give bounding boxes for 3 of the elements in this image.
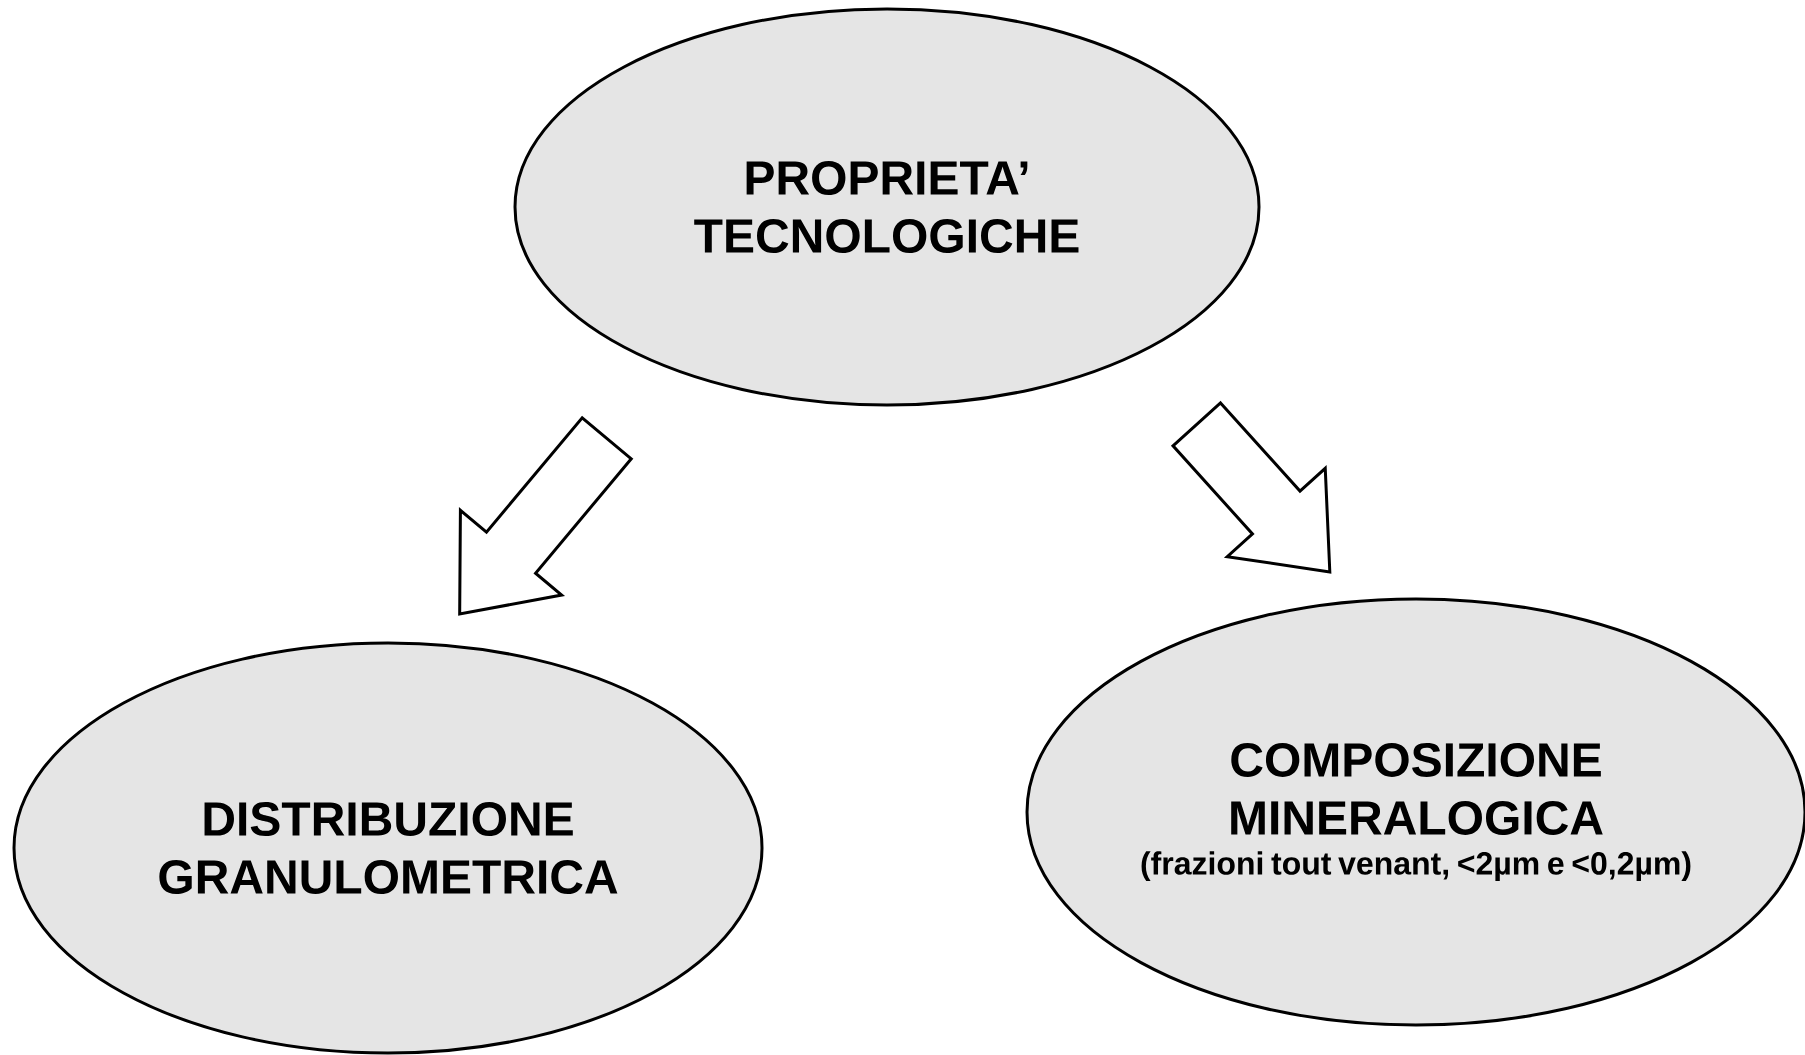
- ellipse-node: COMPOSIZIONE MINERALOGICA (frazioni tout venant, <2µm e <0,2µm): [1025, 597, 1805, 1027]
- ellipse-node: PROPRIETA’ TECNOLOGICHE: [513, 7, 1261, 407]
- ellipse-node: DISTRIBUZIONE GRANULOMETRICA: [12, 641, 764, 1055]
